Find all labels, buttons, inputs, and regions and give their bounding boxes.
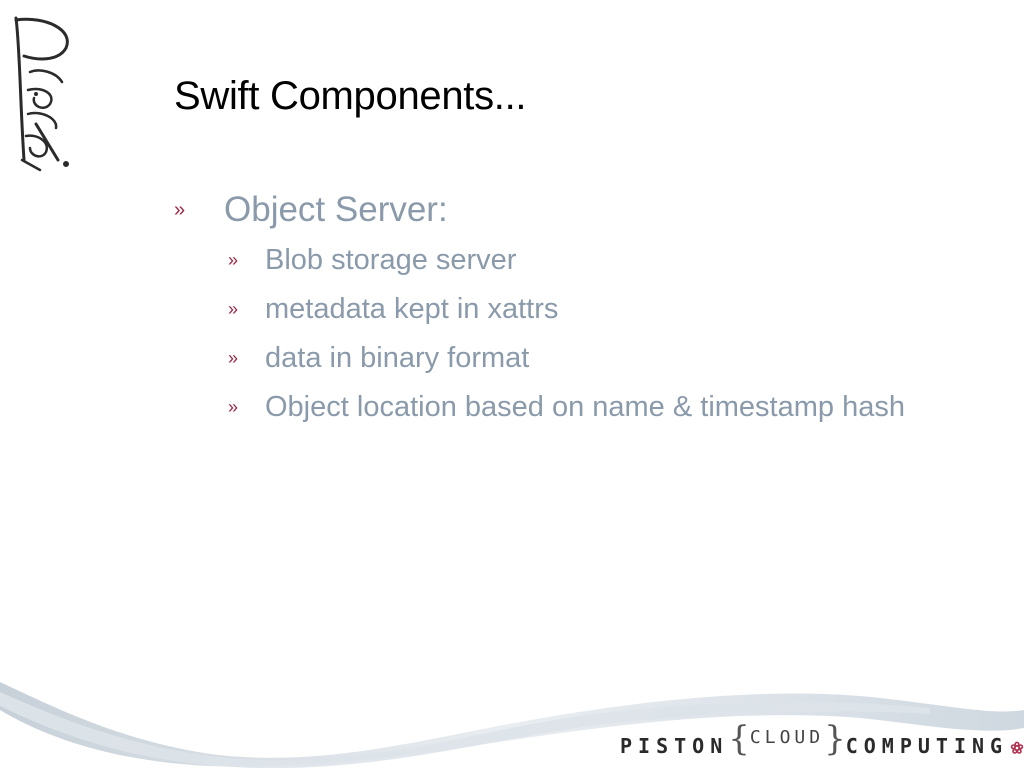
sub-bullet-text: Object location based on name & timestam… (265, 391, 905, 423)
sub-bullet-list: » Blob storage server » metadata kept in… (174, 240, 974, 427)
bullet-marker: » (228, 250, 239, 270)
bullet-marker: » (174, 199, 186, 221)
brand-wordmark: PISTON { CLOUD } COMPUTING (620, 722, 1024, 766)
sub-bullet-text: Blob storage server (265, 244, 517, 276)
sub-bullet-item: » Blob storage server (228, 240, 974, 280)
brand-word-cloud: CLOUD (749, 726, 825, 748)
bullet-marker: » (228, 397, 239, 417)
sub-bullet-item: » data in binary format (228, 338, 974, 378)
sub-bullet-item: » Object location based on name & timest… (228, 387, 955, 427)
brand-brace-open: { (728, 719, 750, 759)
brand-word-piston: PISTON (620, 734, 729, 758)
sub-bullet-item: » metadata kept in xattrs (228, 289, 974, 329)
flower-icon (1010, 741, 1024, 754)
bullet-text: Object Server: (224, 190, 448, 229)
sub-bullet-text: data in binary format (265, 342, 530, 374)
bullet-item-level1: » Object Server: (174, 186, 974, 234)
piston-signature-logo (14, 16, 69, 172)
decorative-swoosh (0, 682, 1024, 768)
bullet-marker: » (228, 348, 239, 368)
sub-bullet-text: metadata kept in xattrs (265, 293, 559, 325)
brand-word-computing: COMPUTING (845, 734, 1009, 758)
bullet-marker: » (228, 299, 239, 319)
brand-brace-close: } (824, 719, 846, 759)
slide-title: Swift Components... (174, 74, 527, 118)
bullet-list: » Object Server: » Blob storage server »… (174, 186, 974, 436)
